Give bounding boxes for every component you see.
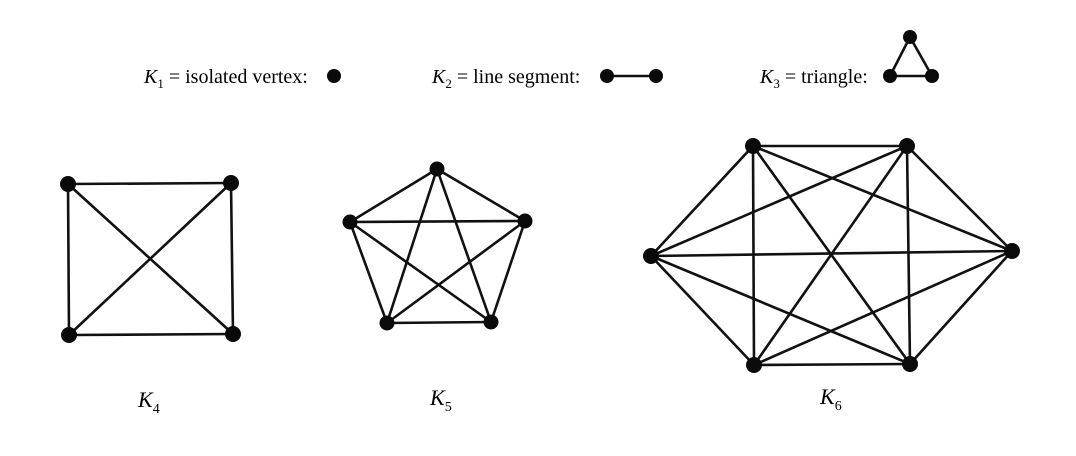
svg-text:K3= triangle:: K3 = triangle: [759,66,868,91]
k5-vertex [517,213,533,229]
graph-k4 [60,175,241,343]
k4-vertex [60,176,76,192]
caption-k1-letter: K [143,66,159,88]
k4-vertex [223,175,239,191]
k6-edge [649,254,756,367]
graph-k6 [643,138,1020,373]
k5-edge [348,220,493,324]
k4-edge [229,181,235,336]
label-k6-sub: 6 [835,399,842,414]
caption-k2-letter: K [431,66,447,88]
k6-vertex [899,138,915,154]
k4-vertex [225,326,241,342]
k6-edge [905,144,912,366]
caption-k3-letter: K [759,66,775,88]
label-k4-letter: K [137,387,154,412]
svg-text:K1= isolated vertex:: K1 = isolated vertex: [143,66,308,91]
k2-vertex [649,69,663,83]
caption-k3-text: = triangle: [785,66,868,88]
k5-edge [489,219,527,324]
label-k4: K4 [137,387,160,417]
k2-vertex [600,69,614,83]
label-k6-letter: K [819,384,836,409]
k5-edge [435,167,493,324]
caption-k1-text: = isolated vertex: [169,66,308,88]
svg-text:K6: K6 [819,384,842,414]
k6-edge [752,362,912,367]
k6-vertex [1004,243,1020,259]
k5-edge [348,219,527,224]
caption-k1: K1 = isolated vertex: [143,66,308,91]
label-k5-letter: K [429,385,446,410]
k6-edge [649,254,912,366]
k6-vertex [643,248,659,264]
k6-edge [752,249,1014,367]
k3-vertex [883,69,897,83]
svg-text:K5: K5 [429,385,452,415]
k5-vertex [342,214,358,230]
k6-edge [752,144,909,367]
svg-text:K2= line segment:: K2 = line segment: [431,66,580,91]
k4-edge [67,181,233,337]
k3-edge [888,35,912,78]
label-k4-sub: 4 [153,402,160,417]
caption-k1-sub: 1 [157,76,164,91]
caption-k2: K2 = line segment: [431,66,580,91]
k4-edge [66,182,71,337]
k6-edge [905,144,1014,253]
k6-vertex [745,138,761,154]
label-k5: K5 [429,385,452,415]
k5-vertex [429,161,445,177]
svg-text:K4: K4 [137,387,160,417]
k6-vertex [746,357,762,373]
k6-edge [751,144,1014,253]
graph-k5 [342,161,533,331]
k3-vertex [925,69,939,83]
k5-edge [385,167,439,325]
label-k6: K6 [819,384,842,414]
k5-edge [385,219,527,325]
k5-edge [348,167,439,224]
k4-edge [66,181,233,186]
k5-vertex [379,315,395,331]
caption-k2-text: = line segment: [457,66,580,88]
k5-edge [385,320,493,325]
caption-k3-sub: 3 [773,76,780,91]
caption-k2-sub: 2 [445,76,452,91]
k6-edge [649,249,1014,258]
k5-vertex [483,314,499,330]
k6-edge [649,144,909,258]
k3-vertex [903,30,917,44]
k5-edge [435,167,527,223]
graph-k2 [600,69,663,83]
k6-edge [649,144,755,258]
k6-edge [908,249,1014,366]
graph-k3 [883,30,939,83]
k4-edge [67,332,235,337]
caption-k3: K3 = triangle: [759,66,868,91]
label-k5-sub: 5 [445,400,452,415]
k1-vertex [327,69,341,83]
k6-vertex [902,356,918,372]
k4-vertex [61,327,77,343]
graph-k1 [327,69,341,83]
k3-edge [908,35,934,78]
k5-edge [348,220,389,325]
